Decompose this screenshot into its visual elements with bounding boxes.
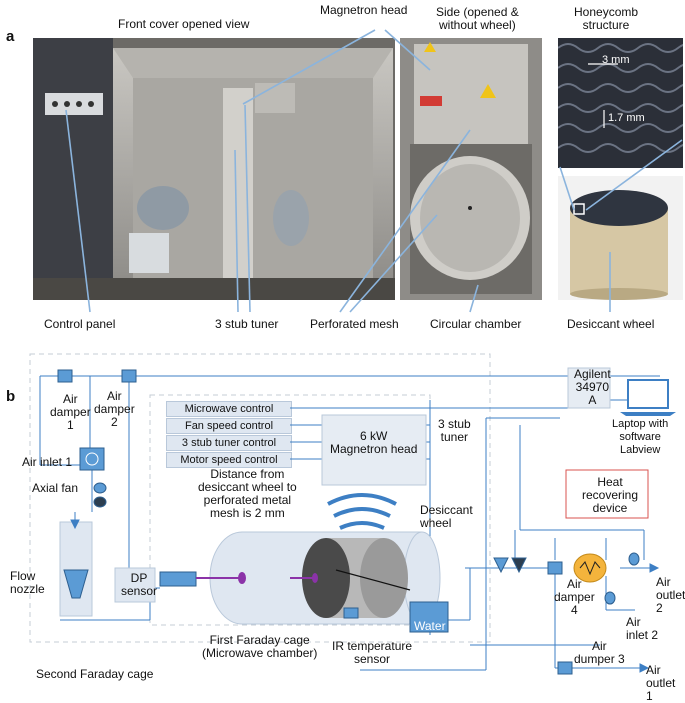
- schematic-graphics: [29, 353, 676, 675]
- flow-nozzle-shape: [59, 521, 93, 617]
- label-air-damper-2: Air damper 2: [94, 389, 135, 429]
- photo-side-view-graphic: [400, 38, 542, 300]
- label-dp-sensor: DP sensor: [121, 571, 158, 598]
- dp-sensor-shape: [114, 567, 156, 603]
- stub-tuner-control-box: 3 stub tuner control: [166, 435, 292, 451]
- panel-a-leader-lines: [65, 29, 683, 313]
- magnetron-shape: [321, 414, 427, 486]
- label-air-outlet-2: Air outlet 2: [656, 575, 685, 615]
- label-magnetron: 6 kW Magnetron head: [330, 429, 418, 456]
- label-water: Water: [414, 619, 446, 633]
- microwave-control-box: Microwave control: [166, 401, 292, 417]
- heat-box-border: [565, 469, 649, 519]
- label-air-dumper-3: Air dumper 3: [574, 639, 625, 666]
- label-stub-tuner-a: 3 stub tuner: [215, 317, 279, 331]
- label-magnetron-head: Magnetron head: [320, 3, 408, 17]
- label-second-faraday: Second Faraday cage: [36, 667, 154, 681]
- label-agilent: Agilent 34970 A: [574, 367, 611, 407]
- label-ir-sensor: IR temperature sensor: [332, 639, 413, 666]
- fan-box-shape: [79, 447, 105, 471]
- damper-shapes: [57, 369, 573, 675]
- sensor-shapes: [93, 482, 640, 607]
- honeycomb-dim-1-7mm: 1.7 mm: [608, 112, 645, 124]
- label-circular-chamber: Circular chamber: [430, 317, 522, 331]
- label-air-damper-4: Air damper 4: [554, 577, 595, 617]
- photo-desiccant-wheel: [558, 176, 683, 300]
- photo-desiccant-wheel-graphic: [558, 176, 683, 300]
- agilent-shape: [567, 367, 611, 409]
- label-perforated-mesh: Perforated mesh: [310, 317, 399, 331]
- label-control-panel: Control panel: [44, 317, 116, 331]
- water-tank-shape: [409, 601, 449, 633]
- honeycomb-dim-3mm: 3 mm: [602, 54, 630, 66]
- label-first-faraday: First Faraday cage (Microwave chamber): [202, 633, 318, 660]
- label-air-inlet-2: Air inlet 2: [626, 615, 659, 642]
- photo-honeycomb-graphic: [558, 38, 683, 168]
- label-stub-tuner-b: 3 stub tuner: [438, 417, 471, 444]
- label-honeycomb: Honeycomb structure: [574, 5, 639, 32]
- label-air-damper-1: Air damper 1: [50, 392, 91, 432]
- label-axial-fan: Axial fan: [32, 481, 79, 495]
- laptop-shape: [620, 379, 676, 416]
- label-desiccant-wheel-b: Desiccant wheel: [420, 503, 473, 530]
- motor-speed-control-box: Motor speed control: [166, 452, 292, 468]
- panel-b-letter: b: [6, 388, 16, 405]
- photo-front-cover: [33, 38, 395, 300]
- label-flow-nozzle: Flow nozzle: [10, 569, 45, 596]
- label-side-view: Side (opened & without wheel): [436, 5, 519, 32]
- microwave-arcs: [327, 493, 397, 530]
- label-air-outlet-1: Air outlet 1: [646, 663, 676, 703]
- label-air-inlet-1: Air inlet 1: [22, 455, 73, 469]
- photo-front-cover-graphic: [33, 38, 395, 300]
- heat-recovery-shape: [573, 553, 607, 583]
- label-laptop: Laptop with software Labview: [612, 418, 669, 456]
- label-desiccant-wheel-a: Desiccant wheel: [567, 317, 655, 331]
- flow-arrows: [70, 519, 660, 673]
- photo-side-view: [400, 38, 542, 300]
- panel-a-letter: a: [6, 28, 15, 45]
- fan-speed-control-box: Fan speed control: [166, 418, 292, 434]
- photo-honeycomb: 3 mm 1.7 mm: [558, 38, 683, 168]
- label-heat-recovering: Heat recovering device: [582, 475, 639, 515]
- label-distance-note: Distance from desiccant wheel to perfora…: [198, 467, 297, 520]
- label-front-cover: Front cover opened view: [118, 17, 250, 31]
